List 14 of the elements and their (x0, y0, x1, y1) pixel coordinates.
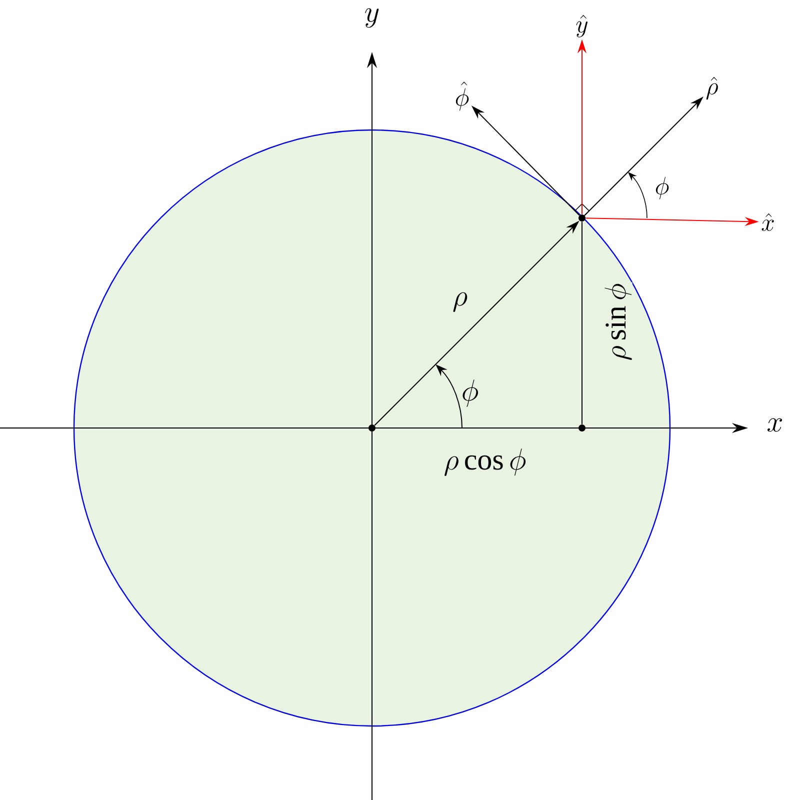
point (368, 424, 376, 432)
point (578, 424, 586, 432)
angle-label: $\phi$ (462, 380, 478, 407)
edge-label: $\rho$ (451, 292, 469, 312)
vector-label: $\hat{\phi}$ (456, 82, 469, 111)
axis-label: $y$ (365, 8, 379, 28)
edge-label: $\rho\sin\phi$ (604, 282, 632, 362)
length-label: $\rho\cos\phi$ (444, 448, 526, 476)
point (578, 214, 586, 222)
vector-label: $\hat{y}$ (576, 14, 588, 38)
vector-label: $\hat{x}$ (762, 213, 774, 231)
angle-label: $\phi$ (656, 176, 669, 200)
axis-label: $x$ (768, 418, 782, 432)
vector-label: $\hat{\rho}$ (706, 76, 718, 100)
